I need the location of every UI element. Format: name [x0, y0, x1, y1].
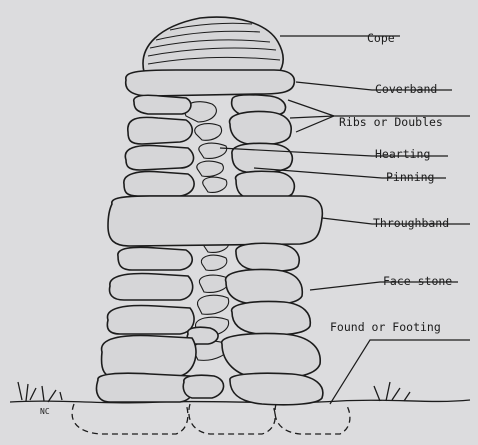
label-hearting: Hearting — [375, 147, 430, 161]
artist-initials: NC — [40, 407, 50, 416]
label-face-stone: Face stone — [383, 274, 452, 288]
label-ribs: Ribs or Doubles — [339, 115, 443, 129]
label-found: Found or Footing — [330, 320, 441, 334]
label-cope: Cope — [367, 31, 395, 45]
label-pinning: Pinning — [386, 170, 434, 184]
labels: Cope Coverband Ribs or Doubles Hearting … — [330, 31, 452, 334]
label-coverband: Coverband — [375, 82, 437, 96]
throughband-stone — [108, 196, 322, 246]
label-throughband: Throughband — [373, 216, 449, 230]
coverband-stone — [126, 70, 295, 96]
footing-stones — [72, 404, 350, 434]
cope-stone — [143, 17, 283, 77]
